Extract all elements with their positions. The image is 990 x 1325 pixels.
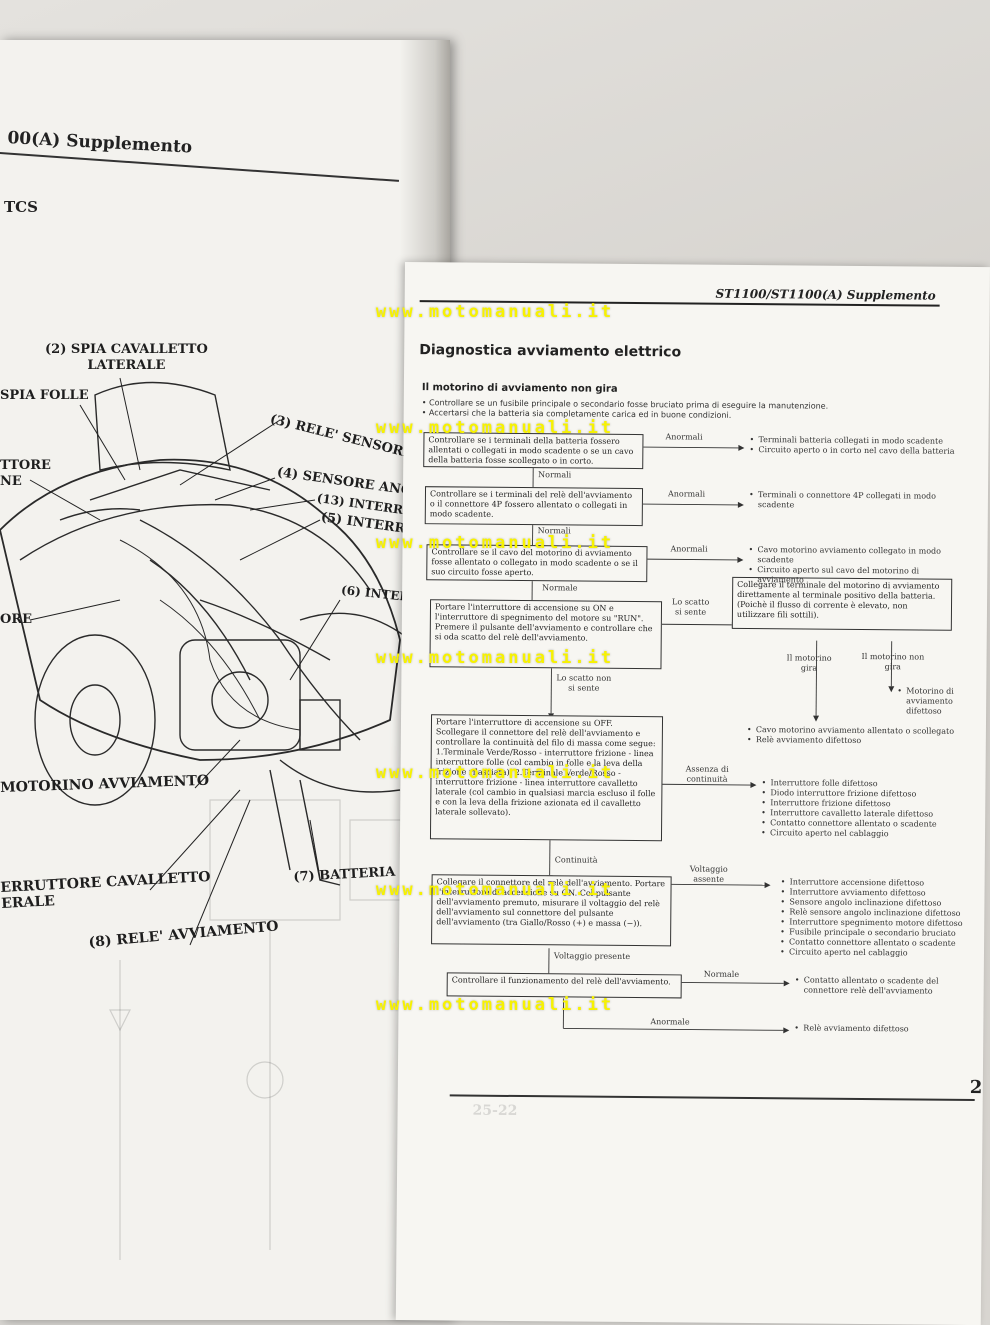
- result-item: Terminali o connettore 4P collegati in m…: [758, 490, 948, 512]
- watermark: www.motomanuali.it: [0, 995, 990, 1015]
- label-normale: Normale: [542, 583, 577, 593]
- label-normale: Normale: [704, 970, 739, 980]
- result-list: Cavo motorino avviamento allentato o sco…: [746, 725, 976, 747]
- ghost-text: 25-22: [473, 1103, 518, 1119]
- label-voltaggio-presente: Voltaggio presente: [554, 951, 630, 962]
- watermark: www.motomanuali.it: [0, 533, 990, 553]
- watermark: www.motomanuali.it: [0, 302, 990, 322]
- result-item: Contatto allentato o scadente del connet…: [804, 976, 979, 998]
- result-list: Relè avviamento difettoso: [793, 1023, 973, 1035]
- callout-spia-folle: SPIA FOLLE: [0, 388, 89, 404]
- watermark: www.motomanuali.it: [0, 648, 990, 668]
- result-item: Circuito aperto sul cavo del motorino di…: [757, 565, 947, 587]
- label-scatto-si-sente: Lo scatto si sente: [672, 597, 709, 617]
- result-item: Relè avviamento difettoso: [756, 735, 976, 747]
- watermark: www.motomanuali.it: [0, 763, 990, 783]
- watermark: www.motomanuali.it: [0, 880, 990, 900]
- result-item: Circuito aperto o in corto nel cavo dell…: [758, 445, 968, 457]
- label-scatto-non-si-sente: Lo scatto non si sente: [556, 673, 611, 693]
- callout-spia-cavalletto: (2) SPIA CAVALLETTO LATERALE: [45, 342, 208, 374]
- result-item: Relè avviamento difettoso: [803, 1024, 973, 1035]
- result-item: Motorino di avviamento difettoso: [906, 686, 956, 716]
- callout-text: (2) SPIA CAVALLETTO LATERALE: [45, 342, 208, 374]
- callout-ttore: TTORE NE: [0, 458, 51, 490]
- result-item: Circuito aperto nel cablaggio: [770, 828, 970, 840]
- label-continuita: Continuità: [555, 855, 598, 865]
- label-normali: Normali: [538, 470, 571, 480]
- result-list: Motorino di avviamento difettoso: [896, 686, 956, 717]
- page-number: 2: [970, 1077, 983, 1098]
- result-item: Circuito aperto nel cablaggio: [789, 947, 974, 959]
- label-anormale: Anormale: [650, 1017, 689, 1027]
- callout-ore: ORE: [0, 612, 32, 628]
- result-list: Interruttore folle difettoso Diodo inter…: [760, 778, 971, 840]
- label-anormali: Anormali: [668, 489, 705, 499]
- watermark: www.motomanuali.it: [0, 418, 990, 438]
- result-list: Terminali o connettore 4P collegati in m…: [748, 490, 948, 512]
- flowchart-step-2: Controllare se i terminali del relè dell…: [425, 486, 643, 526]
- result-list: Terminali batteria collegati in modo sca…: [748, 435, 968, 457]
- result-list: Contatto allentato o scadente del connet…: [794, 975, 979, 997]
